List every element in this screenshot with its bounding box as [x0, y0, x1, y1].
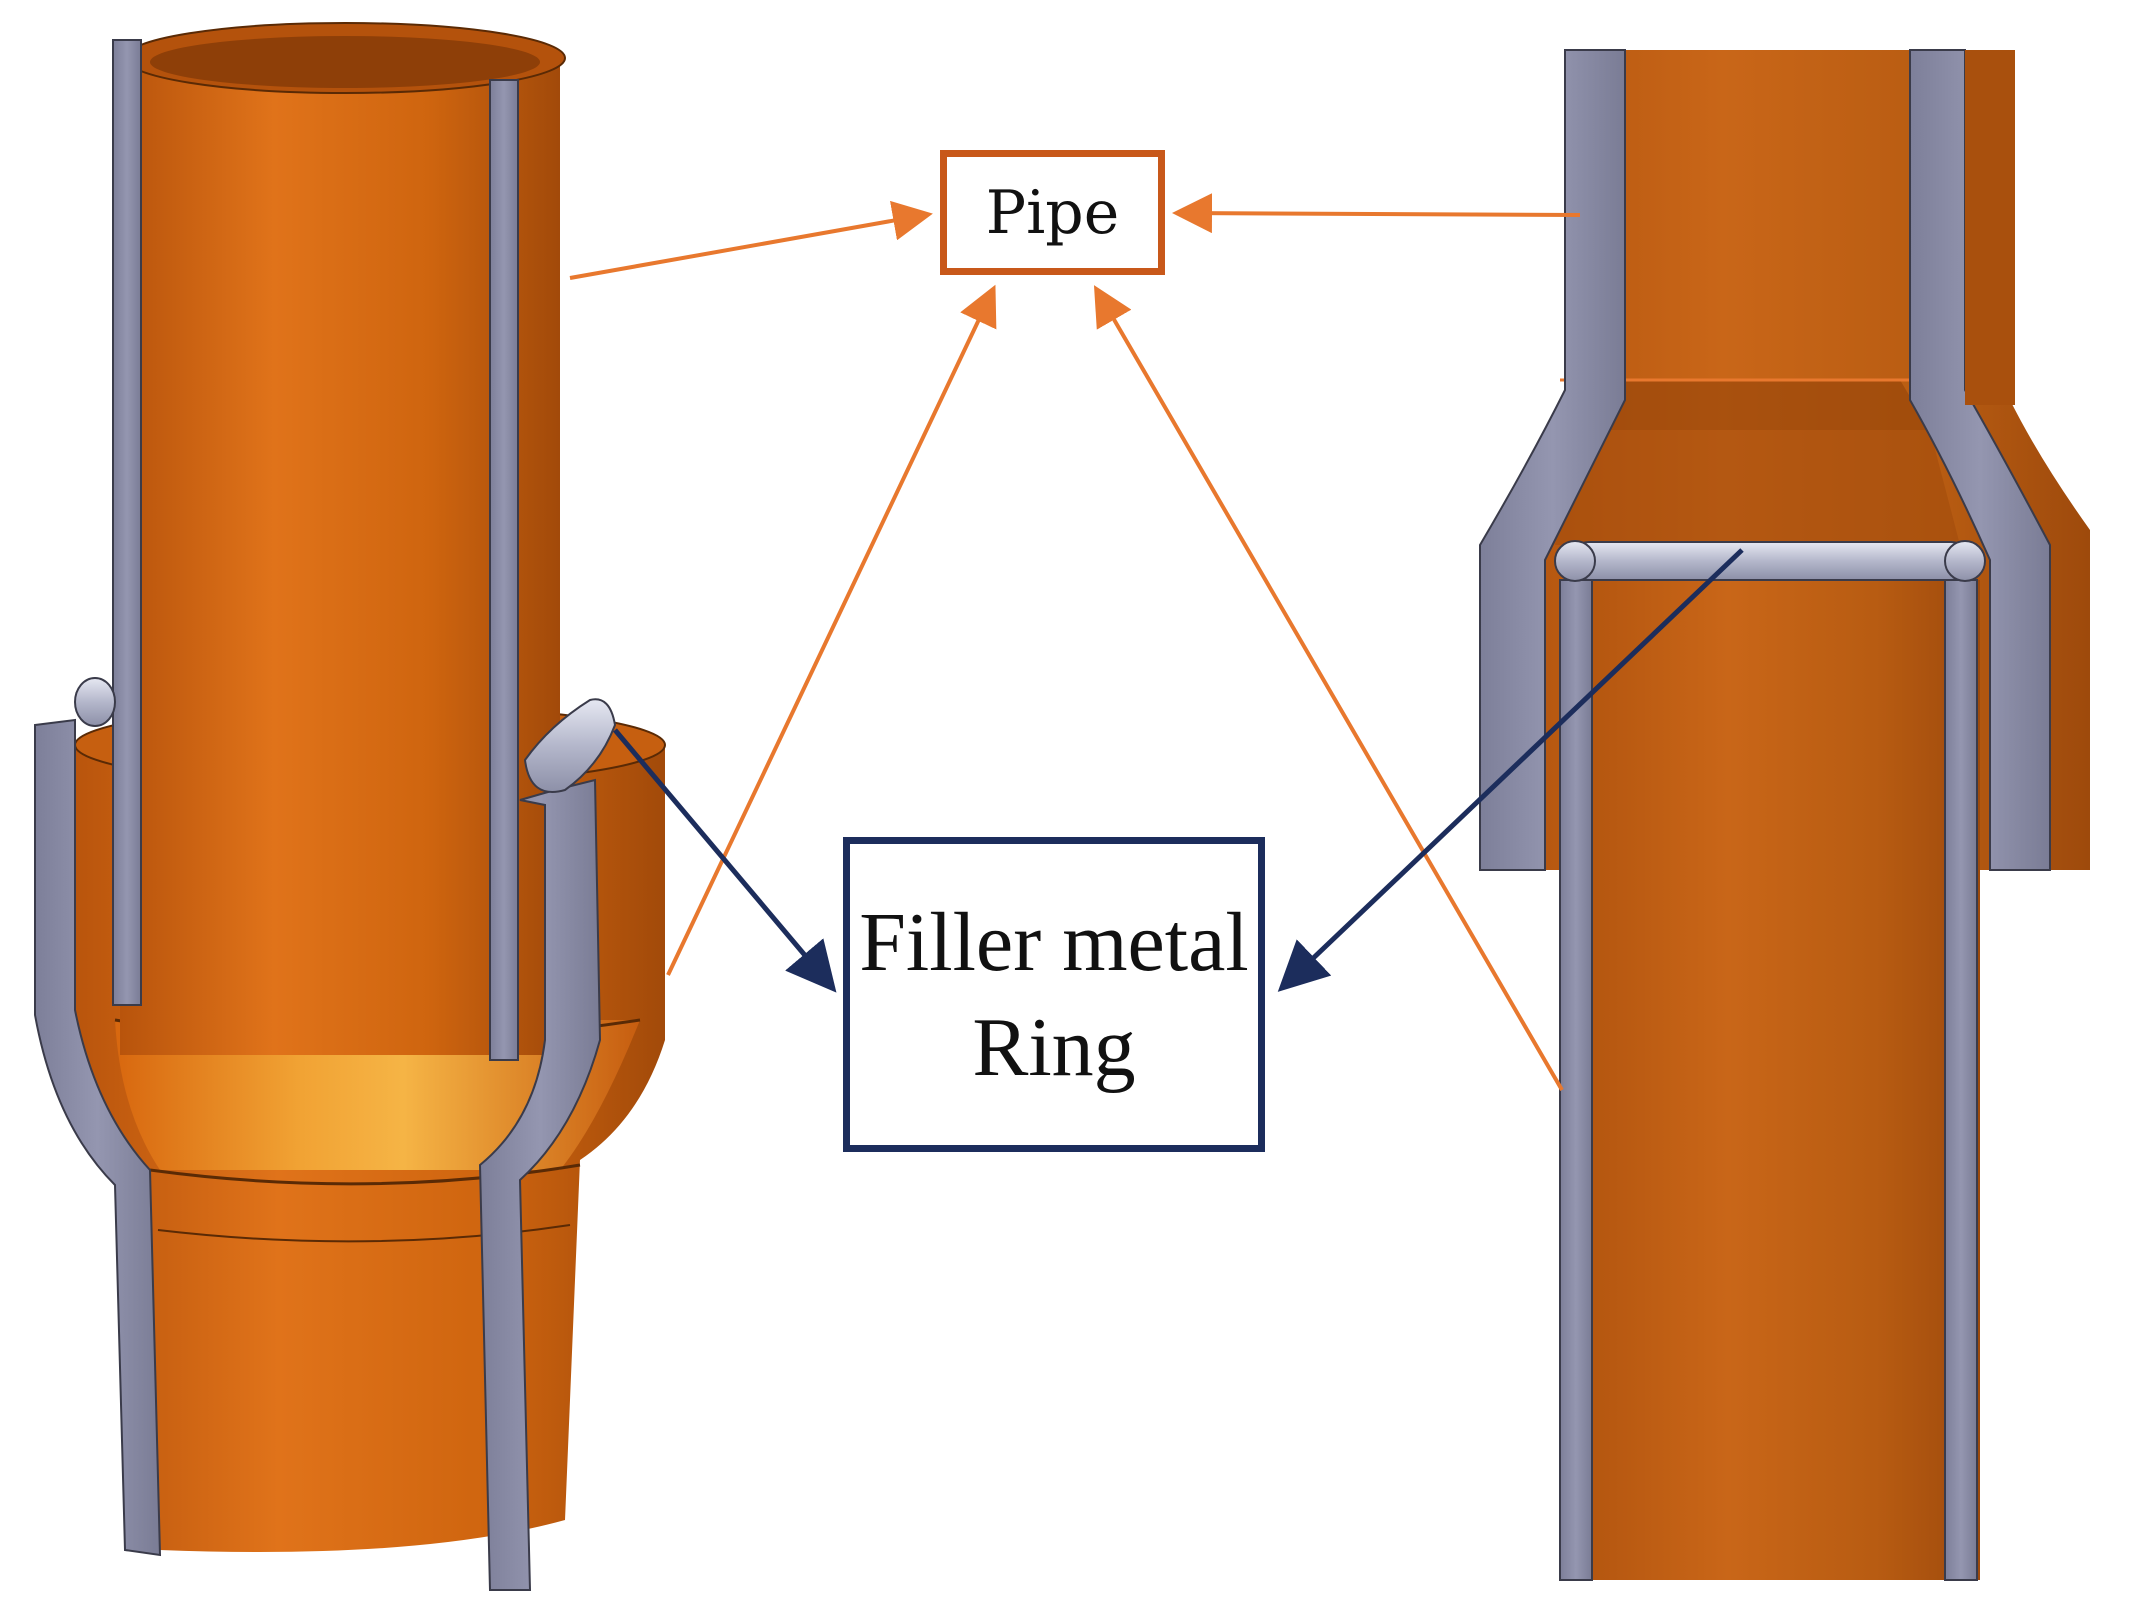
- left-inner-pipe: [120, 55, 560, 1055]
- right-pipe-wall-left: [1559, 579, 1593, 1581]
- filler-label-line2: Ring: [972, 1000, 1136, 1094]
- arrow-right-lower-pipe-to-label: [1093, 285, 1564, 1092]
- right-lower-pipe: [1560, 580, 1980, 1580]
- pipe-label-text: Pipe: [985, 177, 1120, 248]
- arrow-left-socket-to-label: [666, 284, 997, 976]
- filler-label-line1: Filler metal: [859, 895, 1249, 989]
- right-fitting-edge: [1965, 50, 2015, 405]
- pipe-label-box: Pipe: [940, 150, 1165, 275]
- right-fitting-wall-right: [1909, 49, 2051, 871]
- filler-ring-label-box: Filler metal Ring: [843, 837, 1265, 1152]
- arrow-right-ring-to-label: [1277, 548, 1744, 992]
- arrow-left-pipe-to-label: [569, 200, 933, 280]
- right-pipe-wall-right: [1944, 579, 1978, 1581]
- filler-arrows: [613, 548, 1744, 993]
- right-filler-ring: [1569, 541, 1971, 581]
- left-socket-wall-left: [34, 718, 162, 1557]
- left-socket-wall-right: [478, 778, 602, 1591]
- left-inner-wall-left: [112, 39, 142, 1006]
- arrow-right-pipe-to-label: [1172, 193, 1581, 234]
- right-pipe-assembly: [1479, 49, 2090, 1581]
- left-filler-ring-left: [74, 677, 116, 727]
- left-pipe-assembly: [34, 22, 666, 1591]
- left-filler-ring-right: [523, 698, 617, 793]
- arrow-left-ring-to-label: [613, 728, 837, 993]
- left-inner-wall-right: [489, 79, 519, 1061]
- pipe-arrows: [569, 193, 1581, 1092]
- right-fitting-wall-left: [1479, 49, 1626, 871]
